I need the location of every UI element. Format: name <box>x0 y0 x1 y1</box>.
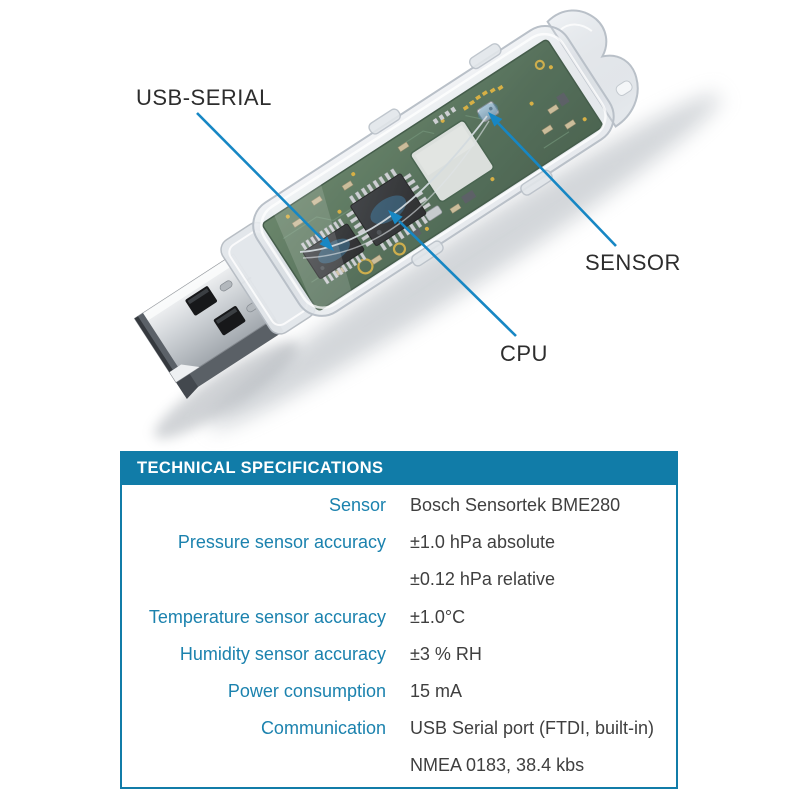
spec-row-value: NMEA 0183, 38.4 kbs <box>410 755 585 776</box>
usb-plug <box>133 253 284 400</box>
spec-row: Temperature sensor accuracy ±1.0°C <box>122 599 676 636</box>
spec-row-value: ±1.0°C <box>410 606 466 627</box>
technical-specifications-table: TECHNICAL SPECIFICATIONS Sensor Bosch Se… <box>120 451 678 789</box>
spec-row-value: ±1.0 hPa absolute <box>410 532 555 553</box>
usb-device-illustration <box>133 9 721 439</box>
callout-arrow-usb-serial <box>196 112 334 251</box>
usb-serial-chip <box>300 218 367 285</box>
spec-row: Communication USB Serial port (FTDI, bui… <box>122 710 676 747</box>
spec-row-label: Humidity sensor accuracy <box>179 643 386 664</box>
callout-arrow-cpu <box>388 210 517 337</box>
spec-row-value: USB Serial port (FTDI, built-in) <box>410 718 655 739</box>
spec-row-label: Temperature sensor accuracy <box>148 606 386 627</box>
spec-row-value: 15 mA <box>410 681 463 702</box>
spec-row: Power consumption 15 mA <box>122 673 676 710</box>
spec-row: Pressure sensor accuracy ±1.0 hPa absolu… <box>122 524 676 561</box>
spec-row-label: Pressure sensor accuracy <box>177 532 386 553</box>
spec-row-value: ±3 % RH <box>410 643 482 664</box>
callout-arrow-sensor <box>488 112 617 247</box>
spec-row-label: Power consumption <box>227 681 386 702</box>
keyring-end-cap <box>546 9 639 128</box>
spec-row-value: ±0.12 hPa relative <box>410 569 555 590</box>
spec-table-header: TECHNICAL SPECIFICATIONS <box>120 451 678 485</box>
cpu-chip <box>345 168 432 251</box>
spec-row: ±0.12 hPa relative <box>122 561 676 598</box>
sensor-callout-label: SENSOR <box>585 250 681 275</box>
spec-row-label: Communication <box>260 718 386 739</box>
spec-table-body: Sensor Bosch Sensortek BME280 Pressure s… <box>120 485 678 789</box>
usb-serial-callout-label: USB-SERIAL <box>136 85 272 110</box>
spec-row: Humidity sensor accuracy ±3 % RH <box>122 636 676 673</box>
spec-row-label: Sensor <box>328 495 386 516</box>
spec-row: NMEA 0183, 38.4 kbs <box>122 747 676 784</box>
usb-device <box>133 9 721 439</box>
cpu-callout-label: CPU <box>500 341 548 366</box>
spec-row: Sensor Bosch Sensortek BME280 <box>122 487 676 524</box>
pcb <box>262 39 603 311</box>
spec-row-value: Bosch Sensortek BME280 <box>410 495 621 516</box>
